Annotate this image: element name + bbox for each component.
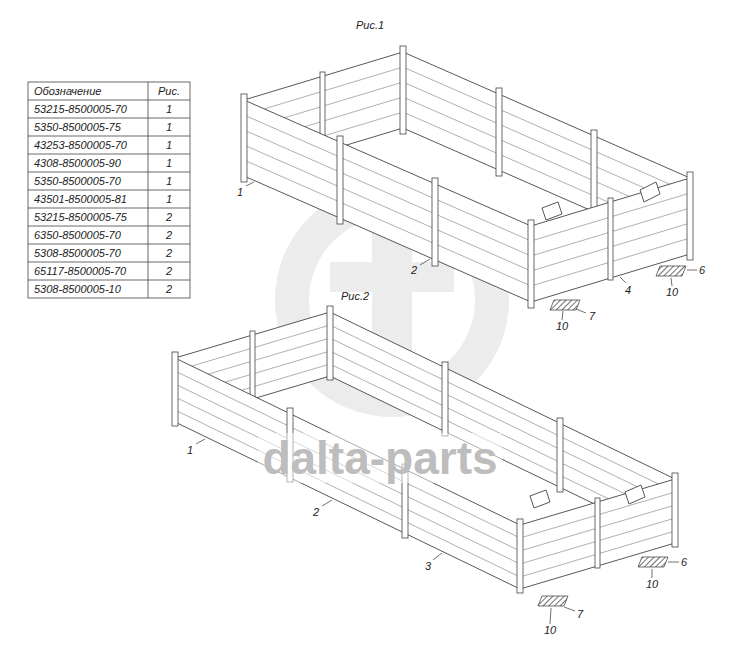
table-cell: 5308-8500005-10 — [34, 283, 121, 295]
table-cell: 2 — [166, 247, 172, 259]
table-cell: 43253-8500005-70 — [34, 139, 127, 151]
table-cell: 65117-8500005-70 — [34, 265, 126, 277]
callout-number: 10 — [556, 320, 568, 332]
table-cell: 5350-8500005-75 — [34, 121, 121, 133]
callout-number: 6 — [699, 264, 705, 276]
figure-title: Рис.1 — [356, 19, 384, 31]
table-cell: 53215-8500005-75 — [34, 211, 127, 223]
platform-fig1 — [241, 46, 697, 320]
table-cell: 6350-8500005-70 — [34, 229, 121, 241]
table-cell: 1 — [166, 121, 172, 133]
table-grid — [28, 82, 190, 298]
callout-number: 7 — [577, 608, 583, 620]
table-cell: 2 — [166, 211, 172, 223]
table-cell: 1 — [166, 157, 172, 169]
table-cell: 4308-8500005-90 — [34, 157, 121, 169]
table-cell: 2 — [166, 283, 172, 295]
figure-title: Рис.2 — [341, 290, 369, 302]
callout-number: 6 — [681, 556, 687, 568]
callout-number: 2 — [411, 264, 417, 276]
watermark: dalta-parts — [258, 433, 501, 484]
table-cell: 53215-8500005-70 — [34, 103, 127, 115]
callout-number: 10 — [666, 286, 678, 298]
table-header: Обозначение — [34, 85, 101, 97]
callout-number: 2 — [313, 506, 319, 518]
platform-fig2 — [172, 306, 679, 624]
table-cell: 5308-8500005-70 — [34, 247, 121, 259]
callout-number: 1 — [237, 186, 243, 198]
table-cell: 43501-8500005-81 — [34, 193, 127, 205]
callout-number: 7 — [589, 310, 595, 322]
callout-number: 3 — [425, 560, 431, 572]
table-cell: 1 — [166, 139, 172, 151]
callout-number: 1 — [187, 444, 193, 456]
table-header: Рис. — [158, 85, 180, 97]
table-cell: 5350-8500005-70 — [34, 175, 121, 187]
table-cell: 1 — [166, 103, 172, 115]
callout-number: 4 — [625, 284, 631, 296]
callout-number: 10 — [544, 624, 556, 636]
table-cell: 1 — [166, 193, 172, 205]
table-cell: 2 — [166, 265, 172, 277]
table-cell: 2 — [166, 229, 172, 241]
callout-number: 10 — [646, 578, 658, 590]
table-cell: 1 — [166, 175, 172, 187]
